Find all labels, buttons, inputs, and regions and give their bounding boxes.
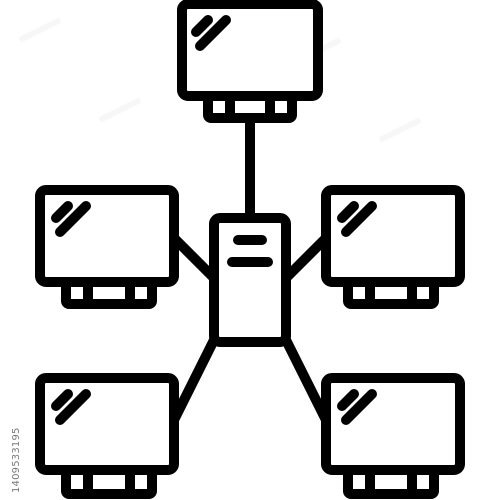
connector-line-left-upper [169, 233, 219, 283]
connector-line-left-lower [169, 335, 219, 425]
screen-glare [337, 201, 359, 223]
connector-line-right-lower [281, 335, 331, 425]
screen-glare [51, 389, 73, 411]
screen-glare [55, 201, 91, 237]
screen-glare [341, 389, 377, 425]
monitor-left-lower [35, 373, 179, 499]
monitor-right-upper [321, 185, 465, 309]
monitor-right-lower [321, 373, 465, 499]
watermark-id-text: 1409533195 [11, 427, 22, 493]
monitor-top [177, 0, 323, 123]
screen-glare [195, 15, 231, 51]
server-hub [209, 213, 291, 347]
screen-glare [337, 389, 359, 411]
screen-glare [51, 201, 73, 223]
screen-glare [191, 15, 213, 37]
connector-line-right-upper [281, 233, 331, 283]
screen-glare [341, 201, 377, 237]
watermark-id-vertical: 1409533195 [0, 385, 22, 495]
monitor-left-upper [35, 185, 179, 309]
screen-glare [55, 389, 91, 425]
